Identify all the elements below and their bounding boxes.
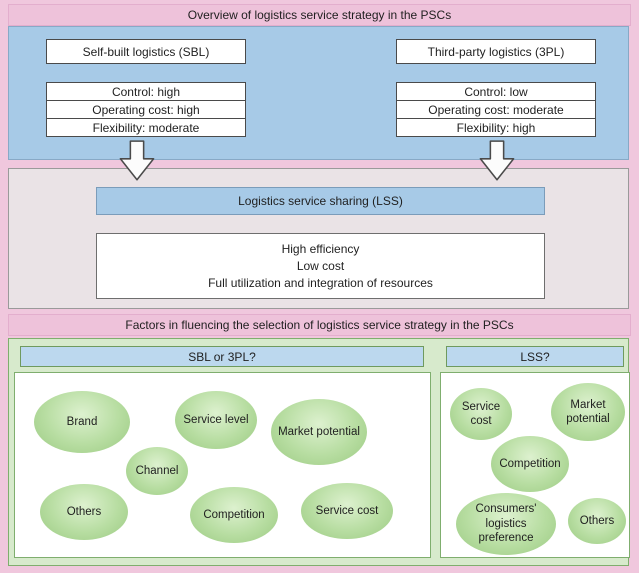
lss-bubble-service-cost-label: Service cost	[461, 400, 501, 427]
sbl-attr-control-label: Control: high	[111, 84, 181, 99]
sbl-title-label: Self-built logistics (SBL)	[82, 44, 210, 59]
lss-bubble-others-label: Others	[579, 514, 615, 527]
sbl-attr-operating-cost: Operating cost: high	[46, 100, 246, 119]
tpl-title-box: Third-party logistics (3PL)	[396, 39, 596, 64]
top-banner-label: Overview of logistics service strategy i…	[187, 8, 452, 22]
lss-bubble-others: Others	[568, 498, 626, 544]
factor-bubble-service-level: Service level	[175, 391, 257, 449]
factor-bubble-market-potential-label: Market potential	[278, 425, 360, 438]
factor-bubble-others-label: Others	[66, 505, 102, 518]
lss-bubble-consumers-logistics-preference-label: Consumers' logistics preference	[475, 503, 537, 545]
lss-bubble-market-potential: Market potential	[551, 383, 625, 441]
left-panel-header: SBL or 3PL?	[20, 346, 424, 367]
factor-bubble-brand: Brand	[34, 391, 130, 453]
factor-bubble-channel-label: Channel	[135, 464, 179, 477]
factor-bubble-market-potential: Market potential	[271, 399, 367, 465]
left-panel-header-label: SBL or 3PL?	[188, 349, 256, 364]
lss-title-box: Logistics service sharing (LSS)	[96, 187, 545, 215]
right-panel-header: LSS?	[446, 346, 624, 367]
lss-section: Logistics service sharing (LSS) High eff…	[8, 168, 629, 309]
lss-bubble-consumers-logistics-preference: Consumers' logistics preference	[456, 493, 556, 555]
lss-bubble-competition-label: Competition	[499, 457, 561, 470]
lss-benefits-box: High efficiency Low cost Full utilizatio…	[96, 233, 545, 299]
overview-section: Self-built logistics (SBL) Control: high…	[8, 26, 629, 160]
lss-benefit-efficiency: High efficiency	[281, 242, 360, 256]
down-arrow-icon	[119, 140, 155, 181]
lss-bubble-competition: Competition	[491, 436, 569, 492]
tpl-attr-control: Control: low	[396, 82, 596, 101]
tpl-attr-operating-cost-label: Operating cost: moderate	[428, 102, 564, 117]
down-arrow-icon	[479, 140, 515, 181]
factors-banner: Factors in fluencing the selection of lo…	[8, 314, 631, 336]
factor-bubble-competition: Competition	[190, 487, 278, 543]
factor-bubble-service-cost: Service cost	[301, 483, 393, 539]
factor-bubble-brand-label: Brand	[66, 415, 98, 428]
top-banner: Overview of logistics service strategy i…	[8, 4, 631, 26]
tpl-attr-flexibility-label: Flexibility: high	[456, 120, 536, 135]
lss-title-label: Logistics service sharing (LSS)	[238, 194, 403, 208]
lss-benefit-cost: Low cost	[296, 259, 345, 273]
factor-bubble-others: Others	[40, 484, 128, 540]
lss-bubble-service-cost: Service cost	[450, 388, 512, 440]
lss-benefit-resources: Full utilization and integration of reso…	[208, 276, 433, 290]
tpl-attr-operating-cost: Operating cost: moderate	[396, 100, 596, 119]
sbl-attr-operating-cost-label: Operating cost: high	[92, 102, 200, 117]
tpl-attr-control-label: Control: low	[464, 84, 528, 99]
sbl-attr-flexibility: Flexibility: moderate	[46, 118, 246, 137]
tpl-title-label: Third-party logistics (3PL)	[427, 44, 565, 59]
lss-bubble-market-potential-label: Market potential	[566, 398, 610, 425]
factor-bubble-competition-label: Competition	[203, 508, 265, 521]
sbl-attr-flexibility-label: Flexibility: moderate	[92, 120, 200, 135]
sbl-title-box: Self-built logistics (SBL)	[46, 39, 246, 64]
sbl-attr-control: Control: high	[46, 82, 246, 101]
factors-banner-label: Factors in fluencing the selection of lo…	[125, 318, 514, 332]
right-panel-header-label: LSS?	[520, 349, 550, 364]
factor-bubble-service-cost-label: Service cost	[315, 504, 379, 517]
tpl-attr-flexibility: Flexibility: high	[396, 118, 596, 137]
factor-bubble-channel: Channel	[126, 447, 188, 495]
factor-bubble-service-level-label: Service level	[183, 413, 249, 426]
